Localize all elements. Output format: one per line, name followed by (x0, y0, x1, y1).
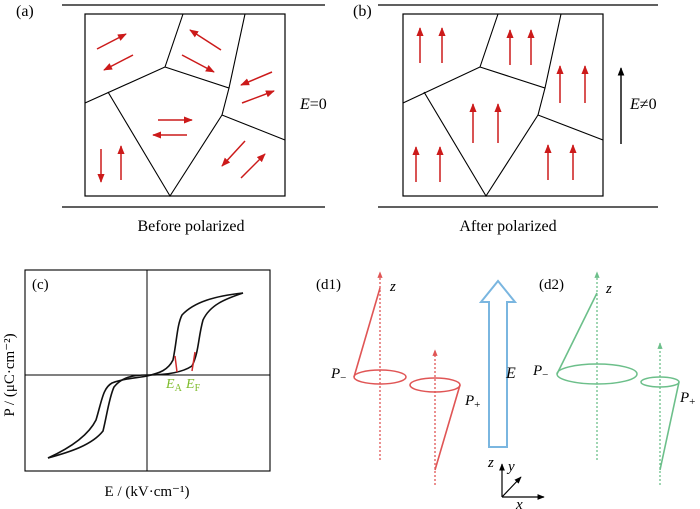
polarization-vector-minus-d2 (556, 292, 598, 375)
loop-branch-upper (47, 292, 244, 459)
coordinate-axes: z y x (487, 455, 545, 509)
axis-x-label: x (515, 497, 523, 509)
z-label-d2: z (605, 281, 612, 297)
p-minus-label-d2: P− (532, 363, 548, 381)
sample-box-a (84, 13, 286, 197)
polarization-vector-minus-d1 (353, 287, 381, 378)
domain-arrow (181, 54, 215, 73)
transition-markers (174, 351, 196, 373)
energy-ring-d1-left (353, 369, 407, 385)
field-label-b: E≠0 (629, 96, 657, 113)
field-label-E: E (505, 365, 516, 382)
loop-branch-lower (47, 292, 244, 459)
marker-EF-label: EF (185, 377, 201, 394)
domain-arrow (189, 29, 222, 51)
sample-box-b (402, 13, 604, 197)
domain-arrow (96, 33, 127, 50)
panel-b: (b) E≠0 After polarized (353, 3, 658, 235)
polarization-vector-plus-d2 (659, 381, 680, 471)
z-label-d1: z (389, 279, 396, 295)
p-plus-label-d1: P+ (464, 393, 480, 411)
axis-z-label: z (487, 455, 494, 471)
grain-boundaries-b (402, 13, 604, 198)
marker-EA-line (174, 355, 178, 373)
domains-b (412, 27, 589, 182)
caption-after: After polarized (459, 218, 556, 235)
marker-EF-line (191, 351, 196, 372)
grain-boundaries-a (84, 13, 286, 198)
center-field: E z y x (478, 279, 545, 509)
x-axis-title: E / (kV·cm⁻¹) (105, 484, 190, 500)
panel-a-label: (a) (16, 3, 34, 20)
p-plus-label-d2: P+ (679, 390, 695, 408)
polarization-vector-plus-d1 (434, 384, 461, 471)
domain-arrow (240, 153, 266, 179)
axis-y-arrow (501, 476, 522, 498)
caption-before: Before polarized (137, 218, 244, 235)
marker-EA-label: EA (165, 377, 183, 394)
domain-arrow (221, 140, 246, 167)
hysteresis-loop (47, 292, 244, 459)
panel-c: (c) EA EF P / (μC·cm⁻²) E / (kV·cm⁻¹) (2, 269, 271, 500)
domains-a (96, 29, 275, 183)
field-label-a: E=0 (299, 96, 327, 113)
domain-arrow (103, 54, 134, 71)
panel-d2-label: (d2) (539, 277, 564, 293)
energy-ring-d2-right (640, 376, 680, 388)
panel-c-label: (c) (32, 277, 49, 293)
panel-b-label: (b) (353, 3, 372, 20)
panel-d1: (d1) z P− P+ (316, 271, 480, 485)
panel-d1-label: (d1) (316, 277, 341, 293)
y-axis-title: P / (μC·cm⁻²) (2, 333, 18, 416)
field-arrow-E (478, 279, 518, 448)
panel-d2: (d2) z P− P+ (532, 271, 695, 485)
panel-a: (a) E=0 Before polarized (16, 3, 327, 235)
domain-arrow (241, 90, 275, 104)
p-minus-label-d1: P− (330, 366, 346, 384)
axis-y-label: y (506, 459, 515, 475)
domain-arrow (240, 71, 273, 86)
